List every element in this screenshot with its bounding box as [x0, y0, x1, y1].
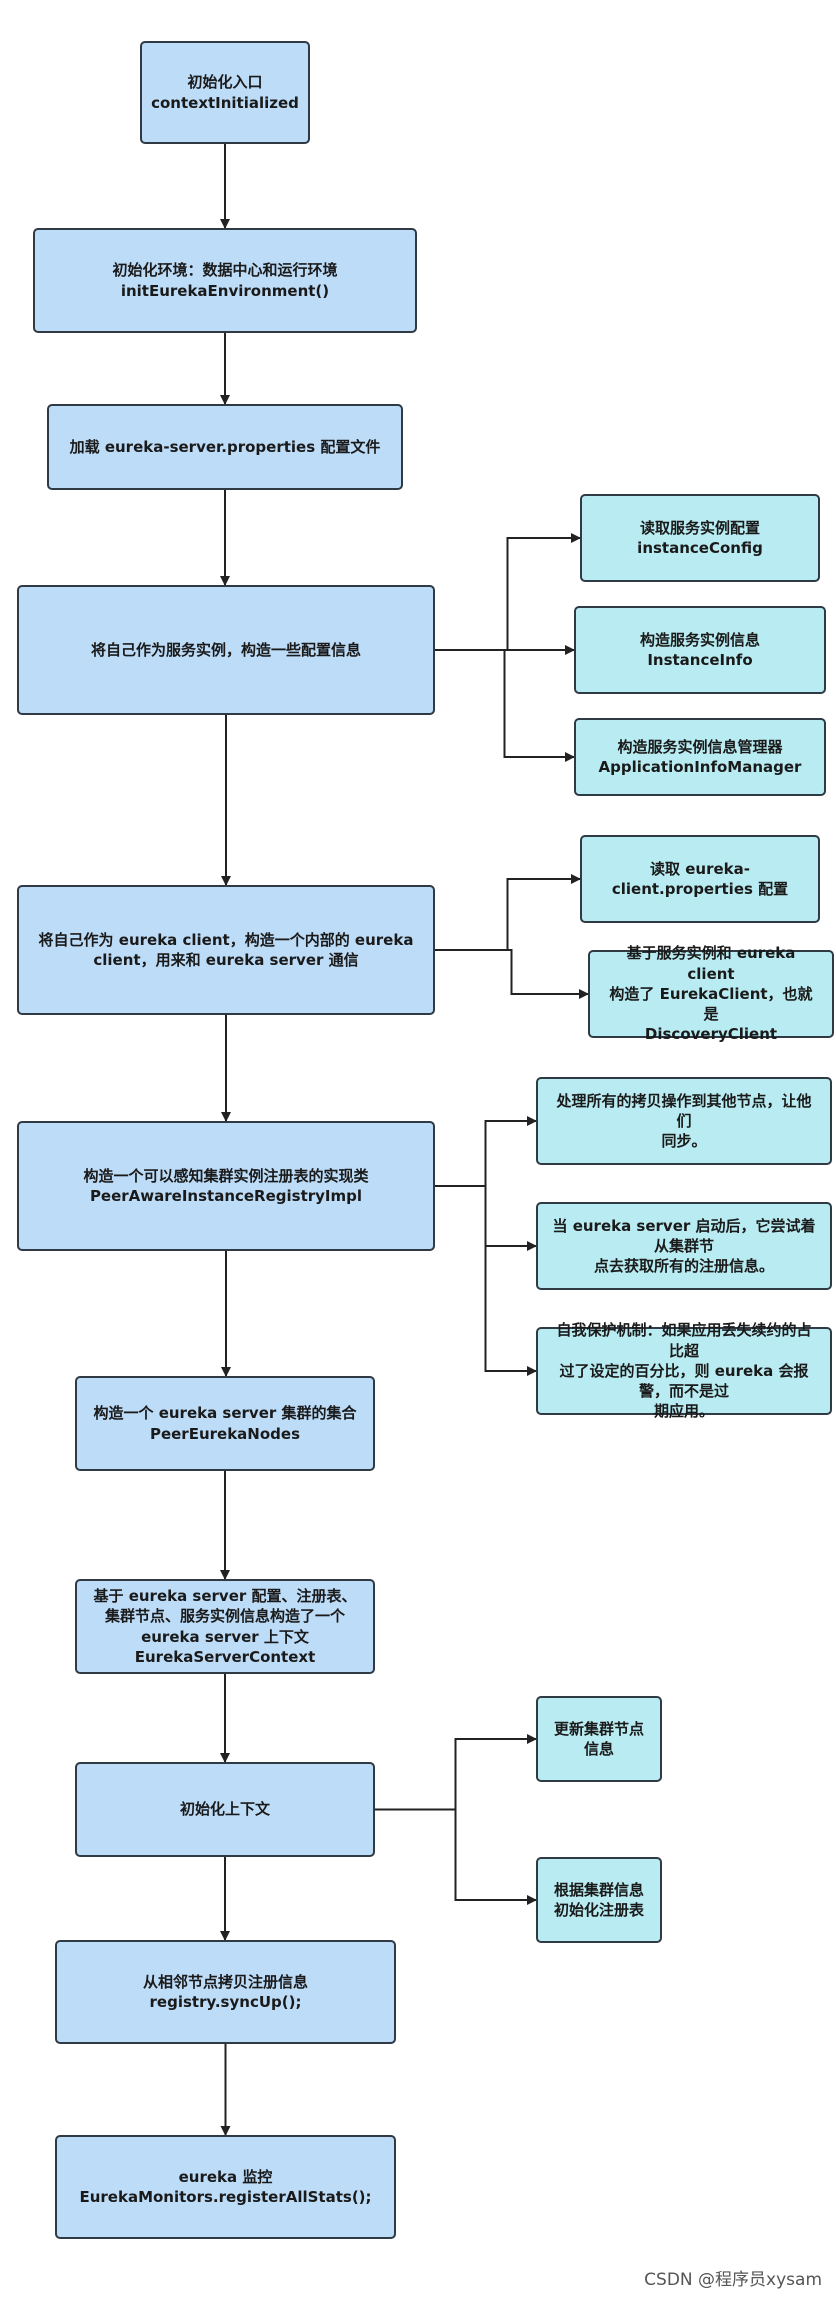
node-peer-nodes: 构造一个 eureka server 集群的集合 PeerEurekaNodes [75, 1376, 375, 1471]
node-init-env: 初始化环境：数据中心和运行环境 initEurekaEnvironment() [33, 228, 417, 333]
node-fetch-registry: 当 eureka server 启动后，它尝试着从集群节 点去获取所有的注册信息… [536, 1202, 832, 1290]
node-build-instance-info: 构造服务实例信息 InstanceInfo [574, 606, 826, 694]
arrow-init-context-to-init-registry [375, 1808, 537, 1905]
arrow-init-context-to-update-peer-nodes [375, 1734, 537, 1811]
node-init-env-label: 初始化环境：数据中心和运行环境 initEurekaEnvironment() [112, 261, 338, 300]
node-load-props: 加载 eureka-server.properties 配置文件 [47, 404, 403, 490]
node-build-instance-info-label: 构造服务实例信息 InstanceInfo [639, 630, 760, 669]
node-self-client-label: 将自己作为 eureka client，构造一个内部的 eureka clien… [38, 930, 414, 969]
node-read-instance-config-label: 读取服务实例配置 instanceConfig [637, 518, 763, 557]
node-self-preservation-label: 自我保护机制：如果应用丢失续约的占比超 过了设定的百分比，则 eureka 会报… [556, 1321, 812, 1421]
node-build-registry: 构造一个可以感知集群实例注册表的实现类 PeerAwareInstanceReg… [17, 1121, 435, 1251]
node-build-discovery-client: 基于服务实例和 eureka client 构造了 EurekaClient，也… [588, 944, 834, 1043]
node-read-client-props-label: 读取 eureka- client.properties 配置 [611, 859, 789, 898]
arrow-build-registry-to-replicate-nodes [435, 1116, 537, 1187]
node-self-instance-label: 将自己作为服务实例，构造一些配置信息 [90, 640, 361, 659]
node-init-entry-label: 初始化入口 contextInitialized [151, 73, 299, 112]
node-read-client-props: 读取 eureka- client.properties 配置 [580, 835, 820, 923]
node-init-entry: 初始化入口 contextInitialized [140, 41, 310, 144]
node-server-context: 基于 eureka server 配置、注册表、集群节点、服务实例信息构造了一个… [75, 1579, 375, 1674]
arrow-build-registry-to-self-preservation [435, 1185, 537, 1376]
node-replicate-nodes-label: 处理所有的拷贝操作到其他节点，让他们 同步。 [556, 1091, 812, 1151]
watermark: CSDN @程序员xysam [644, 2270, 822, 2290]
node-build-info-manager: 构造服务实例信息管理器 ApplicationInfoManager [574, 718, 826, 796]
node-sync-up-label: 从相邻节点拷贝注册信息 registry.syncUp(); [142, 1972, 308, 2011]
node-init-context: 初始化上下文 [75, 1762, 375, 1857]
node-build-discovery-client-label: 基于服务实例和 eureka client 构造了 EurekaClient，也… [609, 944, 813, 1044]
node-init-context-label: 初始化上下文 [179, 1800, 270, 1819]
node-update-peer-nodes: 更新集群节点 信息 [536, 1696, 662, 1782]
node-server-context-label: 基于 eureka server 配置、注册表、集群节点、服务实例信息构造了一个… [93, 1587, 357, 1666]
node-self-instance: 将自己作为服务实例，构造一些配置信息 [17, 585, 435, 715]
node-self-client: 将自己作为 eureka client，构造一个内部的 eureka clien… [17, 885, 435, 1015]
node-build-registry-label: 构造一个可以感知集群实例注册表的实现类 PeerAwareInstanceReg… [83, 1166, 369, 1205]
node-load-props-label: 加载 eureka-server.properties 配置文件 [69, 437, 381, 456]
node-self-preservation: 自我保护机制：如果应用丢失续约的占比超 过了设定的百分比，则 eureka 会报… [536, 1321, 832, 1420]
node-read-instance-config: 读取服务实例配置 instanceConfig [580, 494, 820, 582]
node-init-registry-label: 根据集群信息 初始化注册表 [553, 1880, 644, 1919]
node-replicate-nodes: 处理所有的拷贝操作到其他节点，让他们 同步。 [536, 1077, 832, 1165]
node-monitor: eureka 监控 EurekaMonitors.registerAllStat… [55, 2135, 396, 2239]
node-build-info-manager-label: 构造服务实例信息管理器 ApplicationInfoManager [598, 737, 802, 776]
node-peer-nodes-label: 构造一个 eureka server 集群的集合 PeerEurekaNodes [93, 1404, 357, 1443]
node-fetch-registry-label: 当 eureka server 启动后，它尝试着从集群节 点去获取所有的注册信息… [552, 1216, 816, 1276]
node-sync-up: 从相邻节点拷贝注册信息 registry.syncUp(); [55, 1940, 396, 2044]
arrow-self-instance-to-build-info-manager [435, 649, 575, 762]
arrow-self-client-to-read-client-props [435, 874, 581, 951]
node-update-peer-nodes-label: 更新集群节点 信息 [553, 1719, 644, 1758]
arrow-self-client-to-build-discovery-client [435, 949, 589, 999]
arrow-self-instance-to-read-instance-config [435, 533, 581, 651]
node-monitor-label: eureka 监控 EurekaMonitors.registerAllStat… [79, 2167, 372, 2206]
node-init-registry: 根据集群信息 初始化注册表 [536, 1857, 662, 1943]
